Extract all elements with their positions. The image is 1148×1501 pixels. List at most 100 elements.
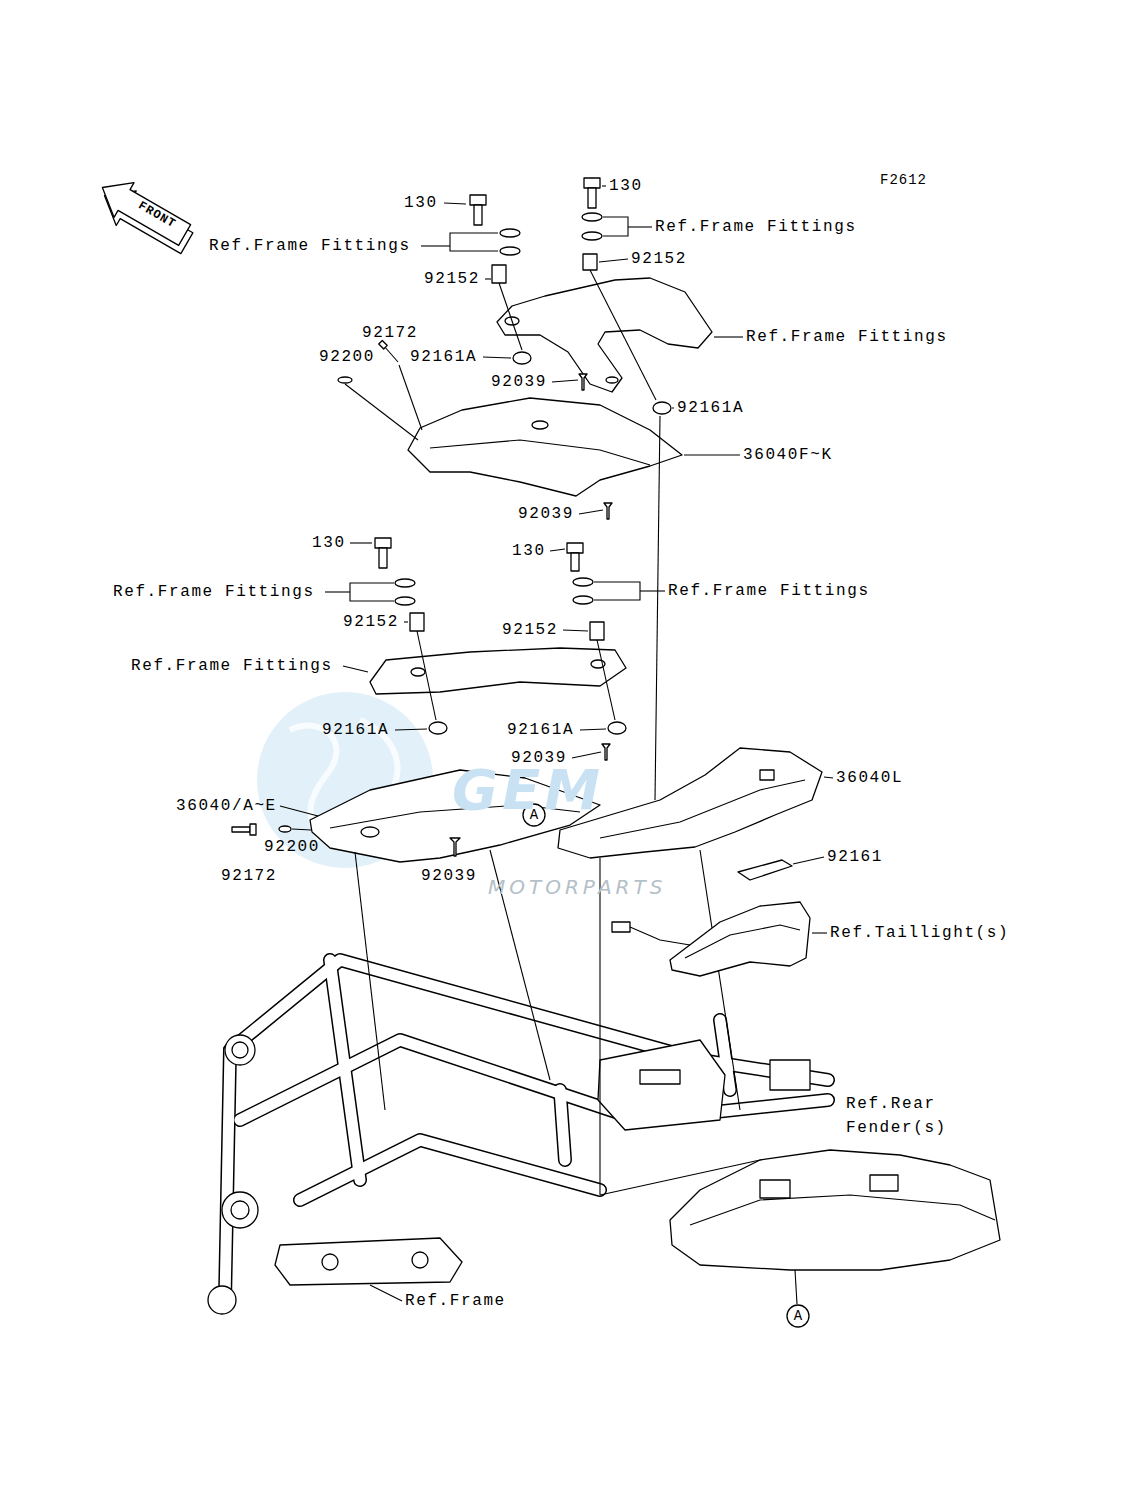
frame	[370, 1285, 402, 1301]
reference-label: Ref.Frame Fittings	[655, 218, 857, 236]
frame	[230, 960, 828, 1080]
frame	[232, 1042, 248, 1058]
upper-side-cover	[672, 407, 674, 408]
front-arrow	[92, 170, 194, 252]
frame	[560, 1090, 565, 1160]
upper-hardware	[500, 229, 520, 237]
upper-hardware	[474, 205, 482, 225]
lower-hardware	[590, 622, 604, 640]
reference-label: Ref.Frame Fittings	[113, 583, 315, 601]
lower-hardware	[567, 543, 583, 553]
callout-number: 130	[609, 177, 643, 195]
lower-hardware	[379, 548, 387, 568]
callout-number: 92152	[631, 250, 687, 268]
lower-side-cover	[232, 722, 626, 1110]
lower-grab-rail	[417, 631, 436, 720]
frame	[300, 1140, 600, 1200]
upper-side-cover	[483, 357, 511, 358]
lower-hardware	[325, 591, 350, 592]
lower-side-cover	[279, 826, 291, 832]
upper-side-cover	[532, 421, 548, 429]
upper-hardware	[485, 278, 491, 279]
tail-cowl	[599, 858, 600, 1195]
lower-hardware	[594, 582, 640, 600]
reference-label: Ref.Taillight(s)	[830, 924, 1009, 942]
lower-hardware	[404, 621, 408, 622]
taillight	[685, 925, 800, 958]
reference-label: Ref.Frame Fittings	[746, 328, 948, 346]
callout-number: 92200	[319, 348, 375, 366]
frame	[322, 1254, 338, 1270]
callout-number: 36040F~K	[743, 446, 833, 464]
upper-hardware	[584, 178, 600, 188]
frame	[275, 1238, 462, 1285]
upper-side-cover	[579, 510, 603, 514]
rear-fender	[760, 1180, 790, 1198]
figure-code: F2612	[880, 171, 927, 189]
reference-label: Ref.Frame Fittings	[131, 657, 333, 675]
lower-grab-rail	[411, 668, 425, 676]
callout-number: 36040/A~E	[176, 797, 277, 815]
callout-number: 92172	[221, 867, 277, 885]
frame	[231, 1201, 249, 1219]
lower-hardware	[573, 596, 593, 604]
upper-hardware	[450, 233, 498, 251]
upper-side-cover	[653, 402, 671, 414]
upper-side-cover	[552, 380, 578, 382]
callout-number: 92039	[491, 373, 547, 391]
lower-side-cover	[572, 752, 601, 758]
upper-grab-rail	[590, 270, 656, 400]
lower-hardware	[395, 597, 415, 605]
upper-hardware	[582, 213, 602, 221]
frame	[330, 960, 360, 1180]
reference-label: Ref.Frame Fittings	[209, 237, 411, 255]
upper-hardware	[582, 232, 602, 240]
frame	[222, 1192, 258, 1228]
reference-label: Ref.Frame	[405, 1292, 506, 1310]
upper-hardware	[492, 265, 506, 283]
upper-grab-rail	[606, 377, 618, 383]
callout-number: 130	[312, 534, 346, 552]
lower-hardware	[550, 549, 565, 551]
callout-number: 36040L	[836, 769, 903, 787]
rear-fender	[690, 1195, 995, 1225]
lower-side-cover	[434, 725, 442, 729]
callout-number: 92161A	[410, 348, 477, 366]
lower-hardware	[350, 583, 394, 601]
upper-side-cover	[655, 416, 660, 800]
circle-marker: A	[787, 1307, 809, 1325]
upper-hardware	[628, 226, 652, 227]
frame	[208, 1286, 236, 1314]
lower-hardware	[375, 538, 391, 548]
upper-side-cover	[604, 503, 612, 519]
rear-fender	[670, 1150, 1000, 1270]
upper-side-cover	[579, 374, 587, 390]
upper-side-cover	[345, 384, 418, 440]
watermark-text: MOTORPARTS	[488, 876, 666, 898]
lower-hardware	[410, 613, 424, 631]
rear-fender	[670, 1150, 1000, 1327]
callout-number: 130	[512, 542, 546, 560]
callout-number: 92172	[362, 324, 418, 342]
lower-grab-rail	[343, 666, 368, 672]
watermark-text: GEM	[452, 762, 604, 818]
upper-hardware	[583, 254, 597, 270]
front-arrow	[89, 170, 199, 260]
frame	[598, 1040, 725, 1130]
upper-hardware	[444, 203, 466, 204]
lower-grab-rail	[343, 631, 626, 720]
upper-side-cover	[408, 398, 682, 496]
callout-number: 92152	[343, 613, 399, 631]
lower-side-cover	[280, 806, 318, 816]
lower-hardware	[325, 538, 665, 640]
lower-side-cover	[232, 827, 250, 832]
taillight	[612, 922, 630, 932]
lower-grab-rail	[597, 640, 615, 720]
frame	[225, 1050, 230, 1300]
upper-hardware	[500, 247, 520, 255]
frame	[560, 1090, 565, 1160]
lower-hardware	[640, 590, 665, 591]
upper-side-cover	[513, 352, 531, 364]
callout-number: 92039	[518, 505, 574, 523]
